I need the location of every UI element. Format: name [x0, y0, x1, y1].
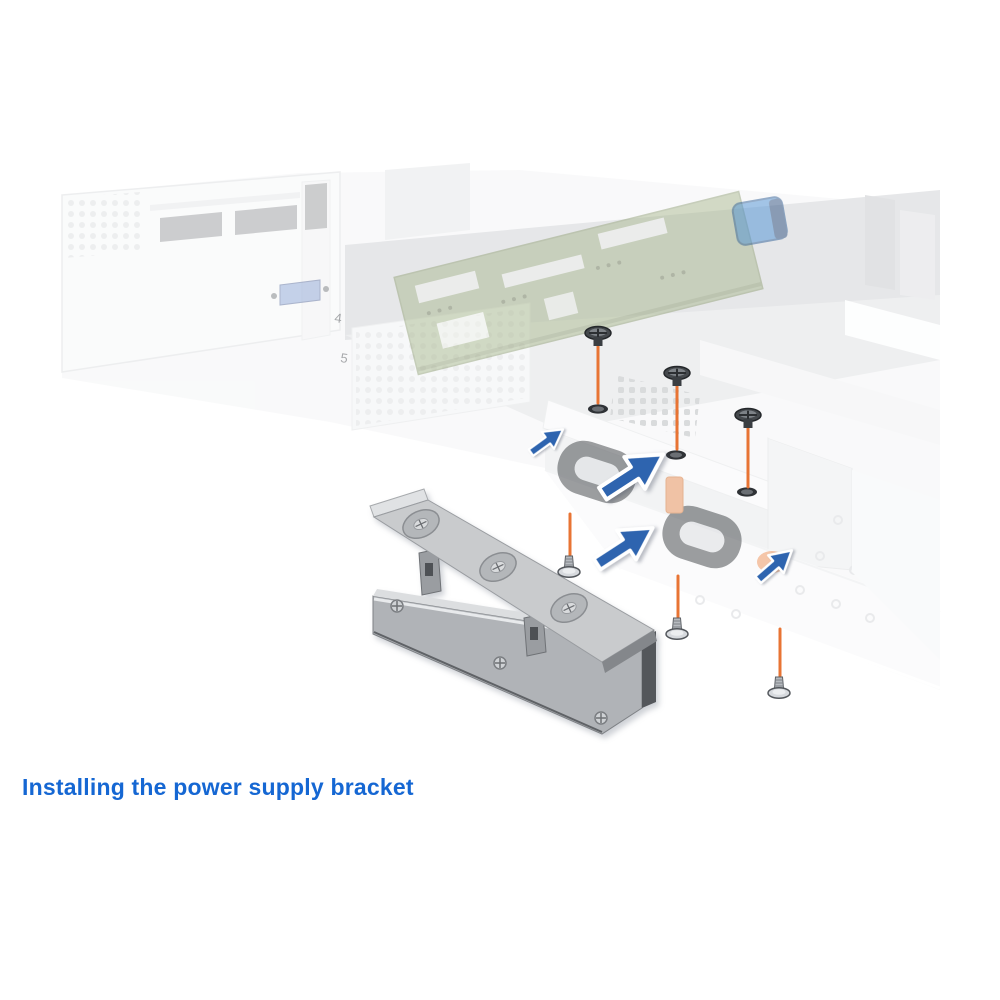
direction-arrow-icon	[527, 428, 565, 457]
support-column-cap	[305, 183, 327, 230]
psu-divider	[767, 437, 853, 571]
bracket-channel-screws	[390, 599, 608, 725]
screw-icon	[665, 617, 689, 640]
rear-slot-label: 5	[340, 350, 349, 366]
fan-housing	[385, 163, 470, 240]
chassis-ledge	[845, 300, 940, 360]
rear-column	[900, 210, 935, 300]
psu-handle	[662, 505, 742, 569]
chassis-accents-layer: 4 5	[271, 196, 788, 573]
chassis-ledge	[700, 340, 940, 445]
bracket-channel-open-end	[642, 631, 656, 708]
figure-caption: Installing the power supply bracket	[22, 774, 414, 800]
screw-icon	[557, 555, 581, 578]
screw-icon	[767, 676, 791, 699]
bracket-flange	[369, 488, 657, 673]
screw-annotations	[557, 325, 791, 699]
direction-arrow-icon	[591, 526, 655, 572]
riser-card-pcb	[393, 190, 764, 376]
riser-latch	[731, 196, 788, 246]
direction-arrows	[527, 428, 794, 585]
psu-divider-top	[768, 430, 865, 468]
screw-hole	[737, 487, 757, 497]
rear-column	[865, 195, 895, 290]
chassis-interior-shadow	[345, 190, 940, 340]
front-wall-right	[852, 470, 940, 660]
psu-mounting-rail	[542, 399, 801, 521]
pcie-vent-grid	[356, 308, 526, 426]
bracket-standoff-tabs	[418, 548, 547, 657]
psu-release-latch	[665, 476, 684, 514]
rear-rail	[150, 192, 300, 211]
rear-vent-grid	[64, 192, 140, 258]
screw-hole	[666, 450, 686, 460]
bracket-flange-recess	[402, 508, 588, 624]
network-port	[235, 205, 297, 235]
screw-hole	[588, 404, 608, 414]
network-port	[160, 212, 222, 242]
direction-arrow-icon	[754, 549, 794, 585]
direction-arrow-icon	[596, 452, 666, 502]
power-supply-bracket	[369, 488, 657, 735]
vga-port	[279, 279, 321, 306]
rear-slot-label: 4	[334, 310, 343, 326]
front-wall-rivets	[695, 515, 911, 623]
